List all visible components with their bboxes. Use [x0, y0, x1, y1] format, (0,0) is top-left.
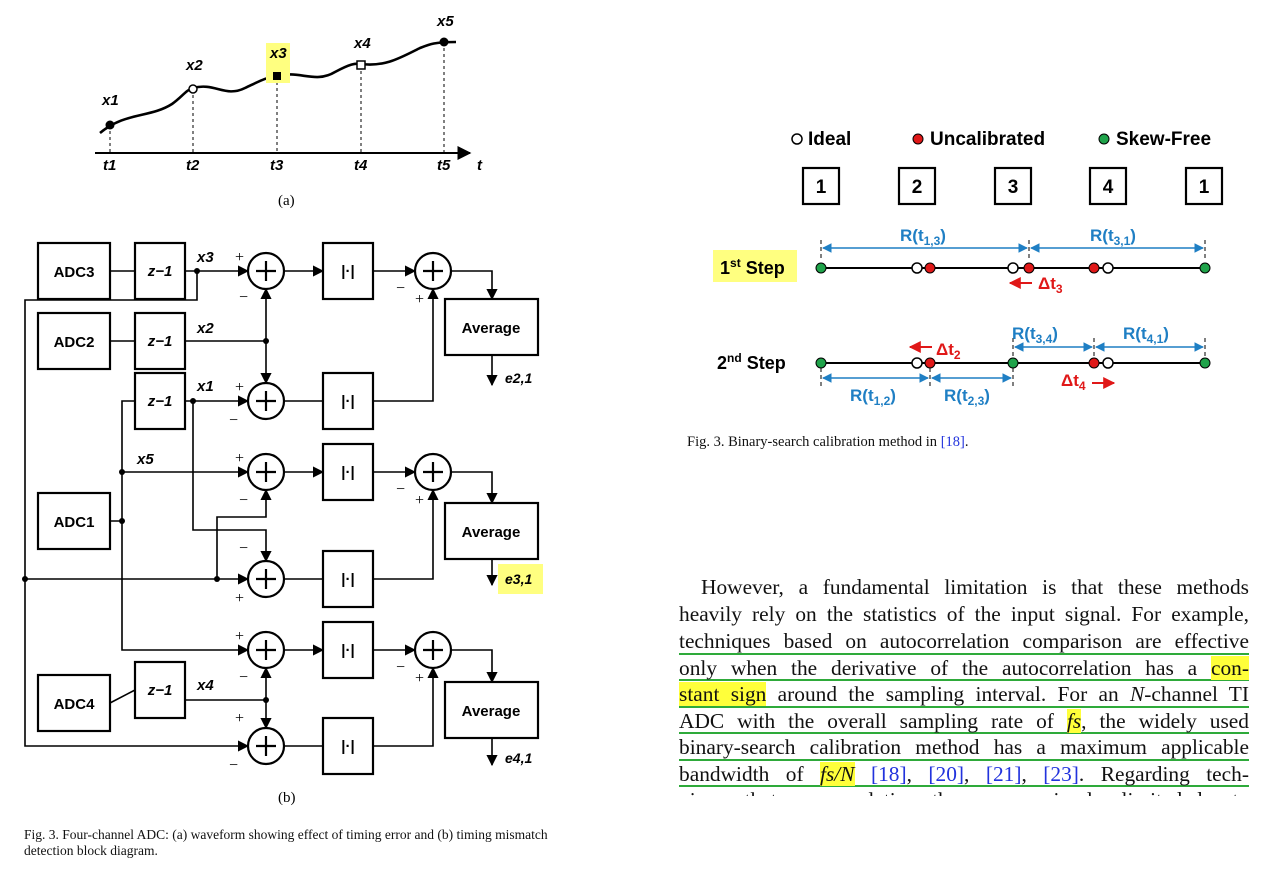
- signal-x1: x1: [196, 378, 214, 395]
- output-e21: e2,1: [505, 370, 532, 386]
- svg-text:+: +: [235, 379, 244, 396]
- step2-r41: R(t4,1): [1123, 324, 1169, 346]
- legend-skew: Skew-Free: [1116, 129, 1211, 150]
- four-channel-adc-figure: x1 x2 x3 x4 x5 t1 t2 t3 t4 t5 t (a): [22, 13, 543, 806]
- label-t-axis: t: [477, 157, 483, 174]
- svg-text:−: −: [229, 757, 238, 774]
- svg-text:−: −: [396, 280, 405, 297]
- adc3-label: ADC3: [54, 264, 95, 281]
- step2-delta4: Δt4: [1061, 371, 1086, 393]
- channel-box-1: 1: [816, 177, 827, 198]
- average-label-3: Average: [462, 703, 521, 720]
- delay-label-2: z−1: [147, 333, 173, 350]
- legend-uncal: Uncalibrated: [930, 129, 1045, 150]
- channel-box-3: 3: [1008, 177, 1019, 198]
- label-t5: t5: [437, 157, 451, 174]
- step2-r34: R(t3,4): [1012, 324, 1058, 346]
- body-paragraph: However, a fundamental limitation is tha…: [679, 575, 1249, 796]
- delay-label-1: z−1: [147, 263, 173, 280]
- label-t4: t4: [354, 157, 368, 174]
- abs-label-4: |·|: [341, 571, 354, 588]
- sample-x1-dot: [105, 120, 115, 130]
- waveform-panel: x1 x2 x3 x4 x5 t1 t2 t3 t4 t5 t (a): [95, 13, 483, 209]
- signal-x4: x4: [196, 677, 214, 694]
- step2-delta2: Δt2: [936, 340, 961, 362]
- svg-text:+: +: [235, 249, 244, 266]
- average-label-2: Average: [462, 524, 521, 541]
- step2-r12: R(t1,2): [850, 386, 896, 408]
- label-x2: x2: [185, 57, 203, 74]
- subfig-label-a: (a): [278, 193, 295, 209]
- step1-r13: R(t1,3): [900, 226, 946, 248]
- step1-label: 1st Step: [720, 256, 785, 278]
- sample-x2-dot: [188, 84, 198, 94]
- svg-text:+: +: [235, 590, 244, 607]
- abs-label-3: |·|: [341, 464, 354, 481]
- adc4-label: ADC4: [54, 696, 95, 713]
- binary-search-figure: Ideal Uncalibrated Skew-Free 1 2 3 4 1 1…: [713, 129, 1224, 408]
- svg-text:+: +: [235, 710, 244, 727]
- legend-skew-dot: [1098, 133, 1110, 145]
- legend-uncal-dot: [912, 133, 924, 145]
- svg-text:+: +: [235, 628, 244, 645]
- signal-x5: x5: [136, 451, 154, 468]
- channel-box-2: 2: [912, 177, 923, 198]
- adc2-label: ADC2: [54, 334, 95, 351]
- caption-left: Fig. 3. Four-channel ADC: (a) waveform s…: [24, 827, 548, 858]
- svg-text:+: +: [415, 291, 424, 308]
- adc1-label: ADC1: [54, 514, 95, 531]
- abs-label-2: |·|: [341, 393, 354, 410]
- label-t2: t2: [186, 157, 200, 174]
- label-x1: x1: [101, 92, 119, 109]
- output-e41: e4,1: [505, 750, 532, 766]
- abs-label-6: |·|: [341, 738, 354, 755]
- channel-box-1b: 1: [1199, 177, 1210, 198]
- svg-text:+: +: [235, 450, 244, 467]
- delay-label-3: z−1: [147, 393, 173, 410]
- svg-text:−: −: [239, 289, 248, 306]
- svg-text:+: +: [415, 670, 424, 687]
- legend-ideal-dot: [791, 133, 803, 145]
- sample-x3-square: [273, 72, 281, 80]
- svg-text:−: −: [239, 669, 248, 686]
- label-t3: t3: [270, 157, 284, 174]
- sample-x4-square: [356, 60, 366, 70]
- svg-text:−: −: [239, 492, 248, 509]
- step1-r31: R(t3,1): [1090, 226, 1136, 248]
- channel-box-4: 4: [1103, 177, 1114, 198]
- svg-text:−: −: [239, 540, 248, 557]
- delay-label-4: z−1: [147, 682, 173, 699]
- signal-x2: x2: [196, 320, 214, 337]
- ref-link[interactable]: [18]: [940, 434, 965, 450]
- caption-right: Fig. 3. Binary-search calibration method…: [687, 434, 969, 450]
- average-label-1: Average: [462, 320, 521, 337]
- svg-text:−: −: [396, 481, 405, 498]
- step1-delta: Δt3: [1038, 274, 1063, 296]
- label-x5: x5: [436, 13, 454, 30]
- signal-x3: x3: [196, 249, 214, 266]
- abs-label-1: |·|: [341, 263, 354, 280]
- svg-text:−: −: [396, 659, 405, 676]
- svg-text:+: +: [415, 492, 424, 509]
- abs-label-5: |·|: [341, 642, 354, 659]
- subfig-label-b: (b): [278, 790, 296, 806]
- sample-x5-dot: [439, 37, 449, 47]
- step2-r23: R(t2,3): [944, 386, 990, 408]
- block-diagram-panel: [24, 241, 540, 776]
- output-e31: e3,1: [505, 571, 532, 587]
- label-x4: x4: [353, 35, 371, 52]
- label-t1: t1: [103, 157, 116, 174]
- label-x3: x3: [269, 45, 287, 62]
- svg-text:−: −: [229, 412, 238, 429]
- legend-ideal: Ideal: [808, 129, 851, 150]
- step2-label: 2nd Step: [717, 351, 786, 373]
